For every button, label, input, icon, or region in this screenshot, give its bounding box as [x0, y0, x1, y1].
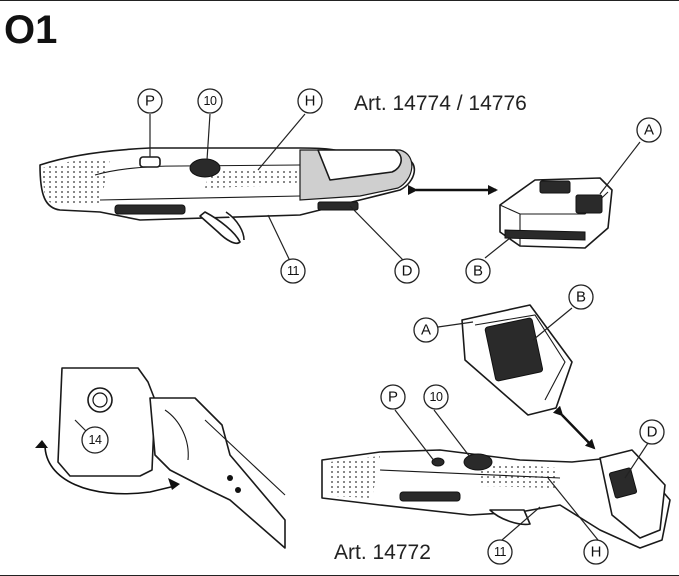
- svg-text:P: P: [145, 93, 155, 110]
- callout-H-bottom: H: [583, 539, 609, 565]
- svg-text:11: 11: [287, 264, 300, 278]
- callout-10-top: 10: [197, 88, 223, 114]
- svg-text:10: 10: [430, 390, 443, 404]
- battery-pack-bottom: [461, 304, 573, 416]
- callout-P-top: P: [137, 88, 163, 114]
- svg-text:H: H: [305, 93, 316, 110]
- svg-text:H: H: [591, 544, 602, 561]
- callout-A-top: A: [636, 117, 662, 143]
- svg-text:D: D: [647, 424, 658, 441]
- callout-D-bottom: D: [639, 419, 665, 445]
- model-label-bottom: Art. 14772: [334, 541, 431, 564]
- callout-H-top: H: [297, 88, 323, 114]
- svg-text:11: 11: [494, 545, 507, 559]
- tool-bottom: [321, 449, 671, 549]
- figure-label: O1: [4, 8, 58, 52]
- battery-pack-top: [499, 177, 613, 249]
- top-border: [0, 0, 679, 1]
- callout-B-bottom: B: [568, 284, 594, 310]
- svg-text:14: 14: [89, 433, 102, 447]
- blade-detail: [35, 367, 286, 549]
- callout-11-top: 11: [280, 258, 306, 284]
- callout-P-bottom: P: [380, 384, 406, 410]
- svg-text:B: B: [473, 263, 483, 280]
- svg-text:10: 10: [204, 94, 217, 108]
- callout-B-top: B: [465, 258, 491, 284]
- callout-D-top: D: [394, 258, 420, 284]
- svg-text:D: D: [402, 263, 413, 280]
- callout-14: 14: [81, 426, 109, 454]
- tool-top: [39, 147, 416, 245]
- svg-text:P: P: [388, 389, 398, 406]
- double-arrow-bottom: [552, 405, 596, 450]
- callout-11-bottom: 11: [487, 539, 513, 565]
- svg-text:B: B: [576, 289, 586, 306]
- svg-text:A: A: [421, 322, 431, 339]
- svg-text:A: A: [644, 122, 654, 139]
- callout-A-bottom: A: [413, 317, 439, 343]
- callout-10-bottom: 10: [423, 384, 449, 410]
- model-label-top: Art. 14774 / 14776: [354, 92, 527, 115]
